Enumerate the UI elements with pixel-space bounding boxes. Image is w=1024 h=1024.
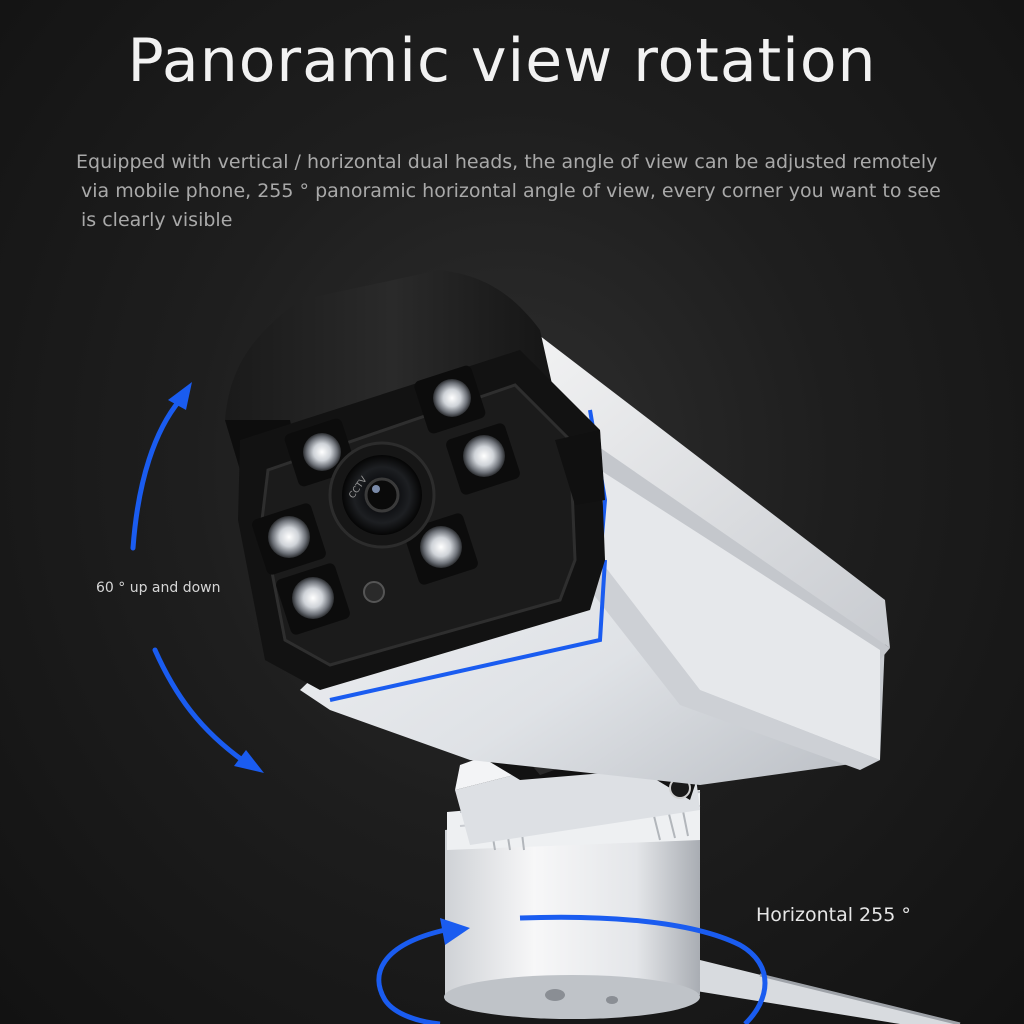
horizontal-rotation-arrow-icon <box>376 914 768 1024</box>
ir-led <box>276 563 350 635</box>
camera-body <box>225 270 890 785</box>
ir-led <box>252 503 326 575</box>
description-line: is clearly visible <box>81 209 233 231</box>
description-line: Equipped with vertical / horizontal dual… <box>76 151 938 173</box>
ir-led <box>404 513 478 585</box>
horizontal-rotation-label: Horizontal 255 ° <box>756 904 911 926</box>
description-line: via mobile phone, 255 ° panoramic horizo… <box>81 180 941 202</box>
camera-lens: CCTV <box>328 441 436 603</box>
page-title: Panoramic view rotation <box>127 26 877 96</box>
ir-led <box>446 423 520 495</box>
camera-cable <box>690 960 961 1024</box>
ir-led <box>414 365 486 434</box>
vertical-rotation-arrow-icon <box>130 382 264 773</box>
vertical-rotation-label: 60 ° up and down <box>96 580 221 596</box>
light-sensor-icon <box>363 581 385 603</box>
description: Equipped with vertical / horizontal dual… <box>76 148 956 235</box>
